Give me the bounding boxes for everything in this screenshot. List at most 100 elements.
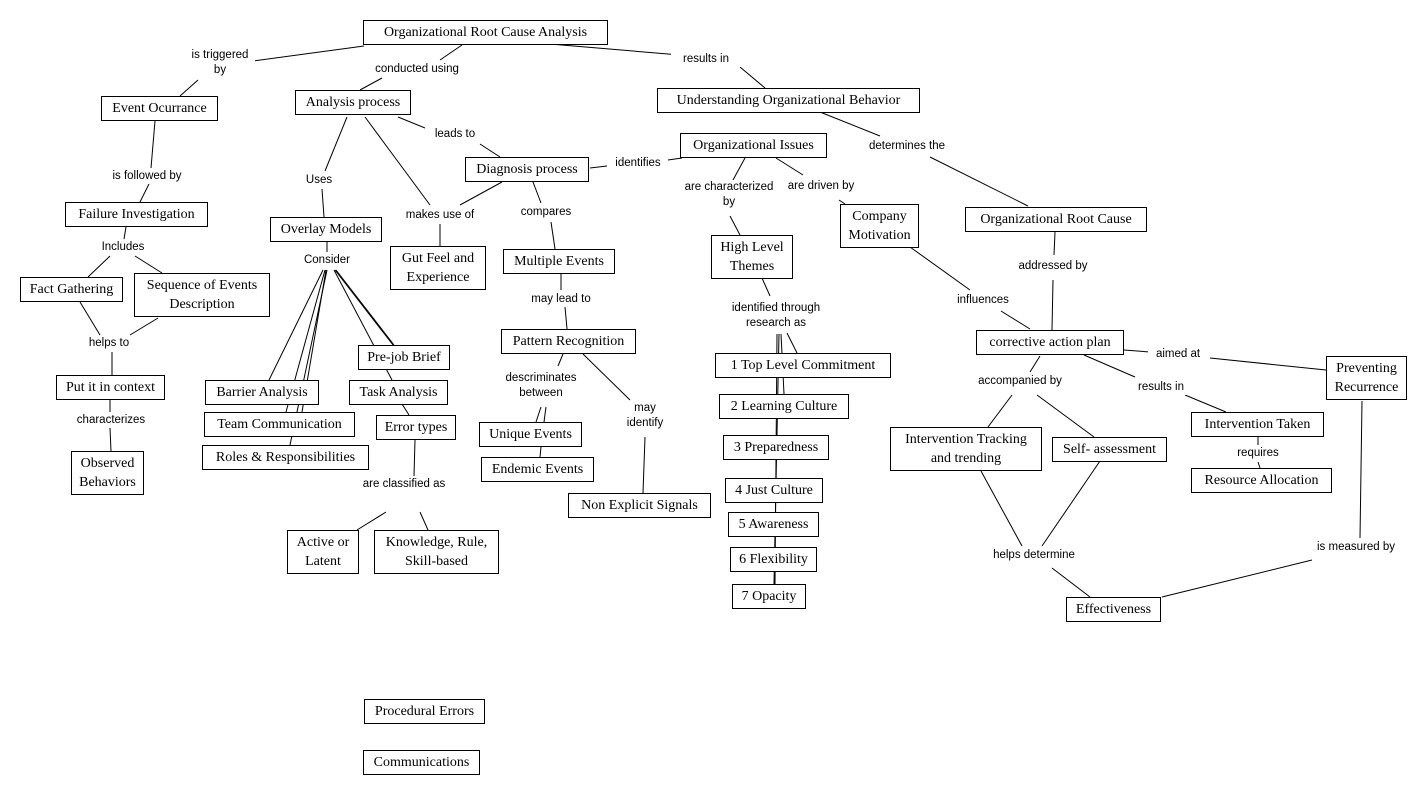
link-label-classified: are classified as: [359, 477, 449, 492]
connector-line: [532, 181, 542, 204]
concept-node-fact[interactable]: Fact Gathering: [20, 277, 123, 302]
connector-line: [1036, 394, 1095, 438]
link-label-helpsto: helps to: [79, 336, 139, 351]
connector-line: [1000, 310, 1031, 330]
connector-line: [134, 255, 163, 274]
concept-node-unique[interactable]: Unique Events: [479, 422, 582, 447]
concept-node-preparedness[interactable]: 3 Preparedness: [723, 435, 829, 460]
connector-line: [419, 511, 429, 531]
connector-line: [321, 188, 325, 218]
link-label-results2: results in: [1126, 380, 1196, 395]
concept-node-orgroot[interactable]: Organizational Root Cause: [965, 207, 1147, 232]
link-label-descriminates: descriminates between: [498, 371, 584, 401]
connector-line: [413, 439, 416, 477]
concept-node-put[interactable]: Put it in context: [56, 375, 165, 400]
connector-line: [1257, 461, 1261, 469]
concept-node-active[interactable]: Active or Latent: [287, 530, 359, 574]
link-label-results1: results in: [671, 52, 741, 67]
concept-node-effectiveness[interactable]: Effectiveness: [1066, 597, 1161, 622]
concept-node-pattern[interactable]: Pattern Recognition: [501, 329, 636, 354]
connector-line: [268, 269, 324, 381]
concept-node-observed[interactable]: Observed Behaviors: [71, 451, 144, 495]
link-label-driven: are driven by: [781, 179, 861, 194]
concept-node-corrective[interactable]: corrective action plan: [976, 330, 1124, 355]
concept-node-knowledge[interactable]: Knowledge, Rule, Skill-based: [374, 530, 499, 574]
connector-line: [564, 306, 568, 330]
connector-line: [729, 215, 741, 236]
connector-line: [459, 181, 503, 206]
concept-node-learning[interactable]: 2 Learning Culture: [719, 394, 849, 419]
connector-line: [1359, 400, 1363, 539]
connector-line: [334, 269, 394, 346]
concept-node-preventing[interactable]: Preventing Recurrence: [1326, 356, 1407, 400]
concept-node-orgissues[interactable]: Organizational Issues: [680, 133, 827, 158]
concept-node-errortypes[interactable]: Error types: [376, 415, 456, 440]
connector-line: [582, 353, 631, 401]
connector-line: [324, 116, 348, 172]
concept-node-self[interactable]: Self- assessment: [1052, 437, 1167, 462]
concept-node-awareness[interactable]: 5 Awareness: [728, 512, 819, 537]
concept-node-intervtrack[interactable]: Intervention Tracking and trending: [890, 427, 1042, 471]
link-label-requires: requires: [1228, 446, 1288, 461]
concept-node-diagnosis[interactable]: Diagnosis process: [465, 157, 589, 182]
concept-node-prejob[interactable]: Pre-job Brief: [358, 345, 450, 370]
connector-line: [1051, 279, 1054, 331]
concept-node-intervtaken[interactable]: Intervention Taken: [1191, 412, 1324, 437]
connector-line: [335, 269, 395, 346]
link-label-helpsdetermine: helps determine: [984, 548, 1084, 563]
concept-node-root[interactable]: Organizational Root Cause Analysis: [363, 20, 608, 45]
link-label-maylead: may lead to: [523, 292, 599, 307]
concept-node-gut[interactable]: Gut Feel and Experience: [390, 246, 486, 290]
concept-node-toplevel[interactable]: 1 Top Level Commitment: [715, 353, 891, 378]
connector-line: [1051, 567, 1091, 598]
connector-line: [761, 277, 771, 297]
concept-node-company[interactable]: Company Motivation: [840, 204, 919, 248]
link-label-includes: Includes: [93, 240, 153, 255]
connector-line: [1161, 559, 1313, 598]
concept-node-analysis[interactable]: Analysis process: [295, 90, 411, 115]
connector-line: [1123, 349, 1151, 353]
concept-node-barrier[interactable]: Barrier Analysis: [205, 380, 319, 405]
concept-node-nonexplicit[interactable]: Non Explicit Signals: [568, 493, 711, 518]
connector-line: [557, 353, 564, 367]
connector-line: [838, 199, 846, 205]
link-label-addressed: addressed by: [1010, 259, 1096, 274]
connector-line: [543, 406, 547, 423]
concept-node-endemic[interactable]: Endemic Events: [481, 457, 594, 482]
connector-line: [775, 157, 804, 176]
link-label-followed: is followed by: [102, 169, 192, 184]
connector-line: [987, 394, 1013, 428]
connector-line: [401, 403, 410, 416]
concept-node-opacity[interactable]: 7 Opacity: [732, 584, 806, 609]
concept-node-multiple[interactable]: Multiple Events: [503, 249, 615, 274]
concept-node-resource[interactable]: Resource Allocation: [1191, 468, 1332, 493]
concept-node-failure[interactable]: Failure Investigation: [65, 202, 208, 227]
concept-node-event[interactable]: Event Ocurrance: [101, 96, 218, 121]
link-label-mayidentify: may identify: [615, 401, 675, 431]
concept-node-overlay[interactable]: Overlay Models: [270, 217, 382, 242]
connector-line: [535, 406, 542, 423]
concept-node-flexibility[interactable]: 6 Flexibility: [730, 547, 817, 572]
link-label-identified: identified through research as: [721, 301, 831, 331]
concept-node-roles[interactable]: Roles & Responsibilities: [202, 445, 369, 470]
concept-node-team[interactable]: Team Communication: [204, 412, 355, 437]
connector-line: [1083, 354, 1136, 378]
connector-line: [667, 157, 683, 161]
connector-line: [139, 183, 150, 203]
link-label-characterizes: characterizes: [68, 413, 154, 428]
concept-node-understanding[interactable]: Understanding Organizational Behavior: [657, 88, 920, 113]
concept-node-highlevel[interactable]: High Level Themes: [711, 235, 793, 279]
connector-line: [980, 470, 1023, 547]
connector-line: [739, 66, 766, 89]
concept-node-task[interactable]: Task Analysis: [349, 380, 448, 405]
concept-node-procedural[interactable]: Procedural Errors: [364, 699, 485, 724]
connector-line: [929, 156, 1029, 207]
connector-line: [397, 116, 431, 131]
concept-node-just[interactable]: 4 Just Culture: [725, 478, 823, 503]
connector-line: [150, 120, 156, 169]
concept-node-sequence[interactable]: Sequence of Events Description: [134, 273, 270, 317]
concept-node-communications[interactable]: Communications: [363, 750, 480, 775]
connector-line: [79, 301, 101, 336]
connector-line: [550, 221, 556, 250]
